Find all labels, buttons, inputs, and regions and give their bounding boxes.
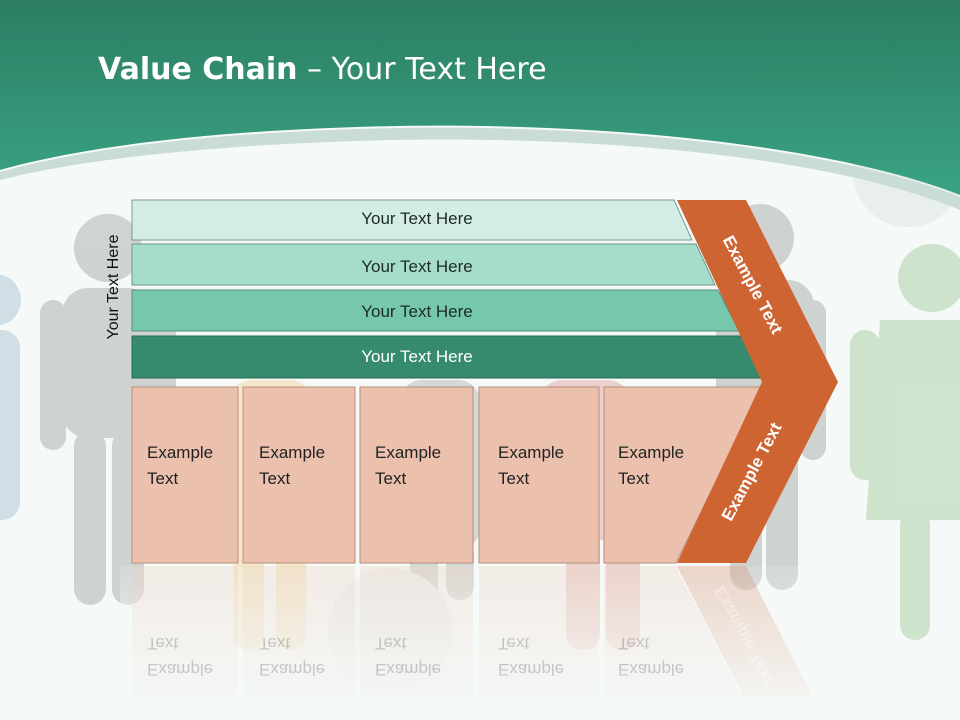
header-band: [0, 0, 960, 195]
band-label-1: Your Text Here: [361, 209, 473, 228]
box-shape-5: [603, 386, 763, 564]
box-reflection-label-4: Example Text: [498, 630, 564, 682]
box-label-line2: Text: [375, 469, 407, 488]
band-shape-1: [131, 199, 693, 241]
box-label-line2: Text: [259, 469, 291, 488]
box-label-1: Example Text: [147, 440, 213, 492]
box-label-line2: Text: [618, 469, 650, 488]
box-label-line1: Example: [375, 660, 442, 679]
box-label-line1: Example: [498, 660, 565, 679]
box-label-line1: Example: [147, 443, 214, 462]
box-reflection-label-2: Example Text: [259, 630, 325, 682]
band-label-2: Your Text Here: [361, 257, 473, 276]
person-icon: [850, 244, 960, 640]
box-label-line2: Text: [147, 634, 179, 653]
title-rest: – Your Text Here: [297, 52, 547, 87]
box-label-4: Example Text: [498, 440, 564, 492]
person-icon: [0, 274, 21, 520]
title-bold: Value Chain: [98, 52, 298, 87]
box-label-3: Example Text: [375, 440, 441, 492]
reflection-fade: [120, 566, 860, 720]
box-label-line2: Text: [259, 634, 291, 653]
box-label-line2: Text: [618, 634, 650, 653]
box-label-line1: Example: [259, 443, 326, 462]
box-shape-1: [131, 386, 239, 564]
chevron-arrow: [677, 200, 838, 563]
header-swoosh: [0, 127, 960, 210]
box-shape-2: [242, 386, 356, 564]
box-label-line1: Example: [618, 443, 685, 462]
box-label-line2: Text: [498, 469, 530, 488]
box-label-line2: Text: [147, 469, 179, 488]
band-label-3: Your Text Here: [361, 302, 473, 321]
box-shape-3: [359, 386, 474, 564]
box-reflection-label-3: Example Text: [375, 630, 441, 682]
box-label-line1: Example: [147, 660, 214, 679]
box-label-line2: Text: [498, 634, 530, 653]
box-reflection-label-5: Example Text: [618, 630, 684, 682]
box-label-line2: Text: [375, 634, 407, 653]
band-shape-2: [131, 243, 716, 286]
box-reflection-label-1: Example Text: [147, 630, 213, 682]
box-label-5: Example Text: [618, 440, 684, 492]
box-shape-4: [478, 386, 600, 564]
band-label-4: Your Text Here: [361, 347, 473, 366]
box-label-line1: Example: [259, 660, 326, 679]
box-label-2: Example Text: [259, 440, 325, 492]
side-label: Your Text Here: [105, 234, 122, 340]
box-label-line1: Example: [498, 443, 565, 462]
box-label-line1: Example: [375, 443, 442, 462]
slide-title: Value Chain – Your Text Here: [98, 52, 547, 87]
box-label-line1: Example: [618, 660, 685, 679]
